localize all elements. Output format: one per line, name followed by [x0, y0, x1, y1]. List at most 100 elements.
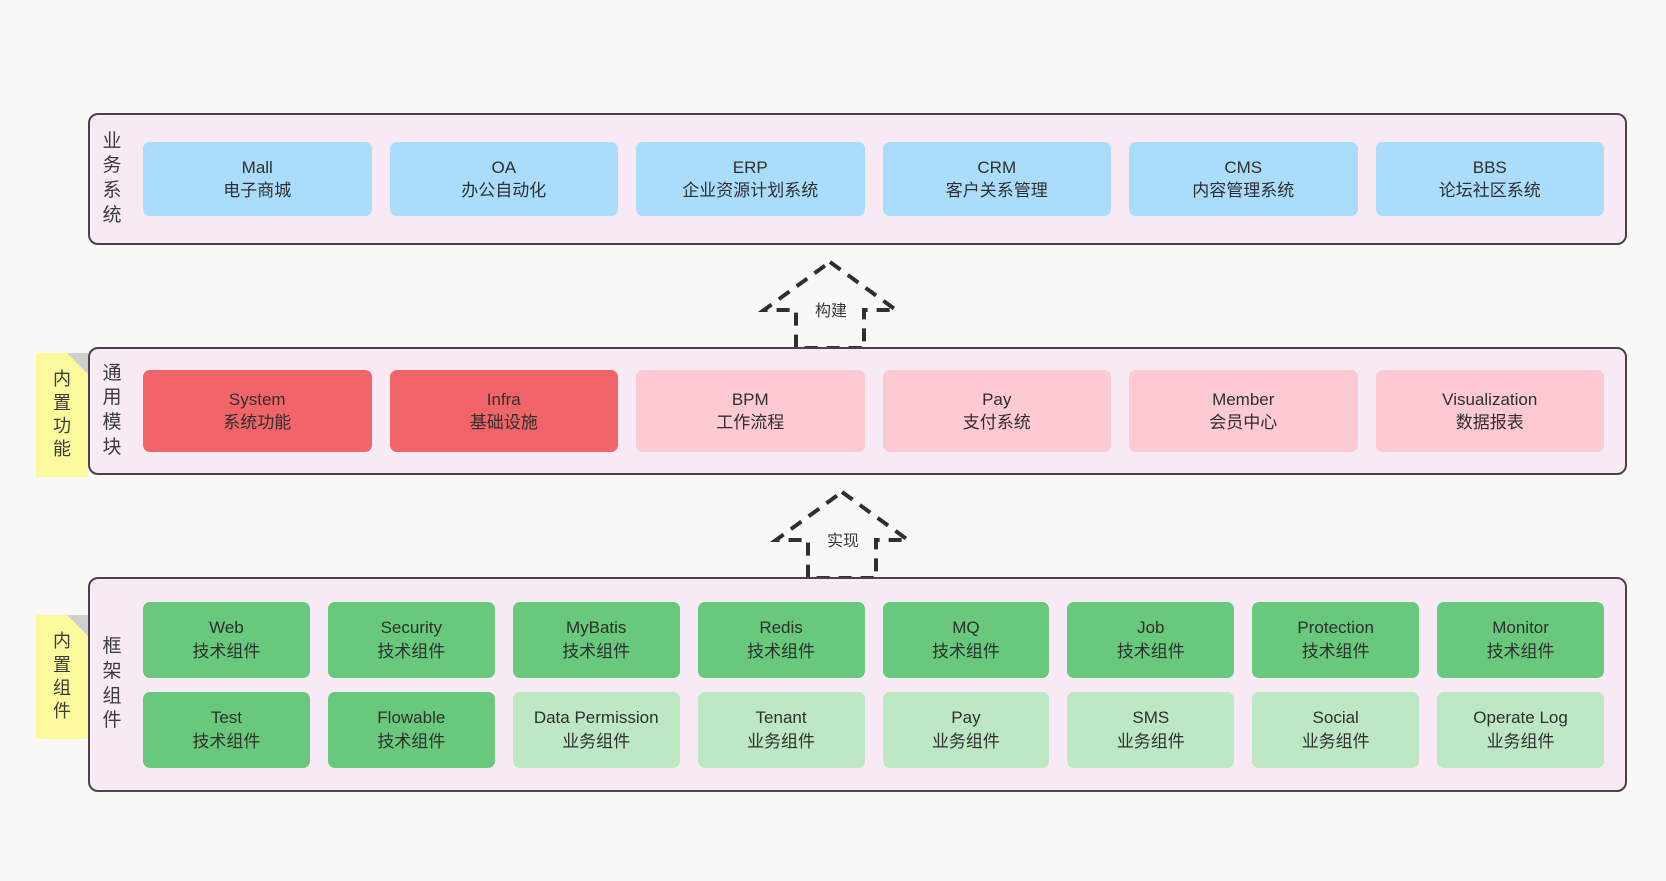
- card-subtitle: 内容管理系统: [1192, 181, 1295, 200]
- card-security[interactable]: Security 技术组件: [327, 601, 495, 678]
- card-mq[interactable]: MQ 技术组件: [882, 601, 1050, 678]
- card-title: Monitor: [1492, 618, 1549, 638]
- card-title: Pay: [982, 389, 1012, 409]
- card-subtitle: 业务组件: [747, 731, 816, 751]
- sticky-note-builtin-components: 内 置 组 件: [36, 615, 88, 739]
- label-char: 系: [102, 180, 122, 201]
- label-char: 通: [102, 362, 122, 384]
- layer-common-modules-label: 通 用 模 块: [90, 349, 134, 473]
- card-subtitle: 技术组件: [1301, 641, 1370, 661]
- layer-framework-components-label: 框 架 组 件: [90, 579, 134, 790]
- card-subtitle: 业务组件: [1301, 731, 1370, 751]
- card-title: Test: [210, 708, 243, 728]
- card-title: MQ: [952, 618, 980, 638]
- card-subtitle: 技术组件: [1486, 641, 1555, 661]
- card-title: Operate Log: [1473, 708, 1568, 728]
- note-fold-corner: [67, 615, 88, 636]
- label-char: 务: [102, 155, 122, 177]
- framework-components-grid: Web 技术组件 Security 技术组件 MyBatis 技术组件 Redi…: [134, 579, 1625, 790]
- card-crm[interactable]: CRM 客户关系管理: [882, 142, 1111, 216]
- card-cms[interactable]: CMS 内容管理系统: [1129, 142, 1358, 216]
- note-char: 置: [53, 392, 71, 413]
- label-char: 统: [102, 204, 122, 226]
- card-subtitle: 客户关系管理: [945, 181, 1048, 200]
- card-subtitle: 论坛社区系统: [1438, 181, 1541, 200]
- common-modules-card-row: System 系统功能 Infra 基础设施 BPM 工作流程 Pay 支付系统…: [134, 349, 1625, 473]
- card-subtitle: 电子商城: [223, 181, 292, 200]
- card-operate-log[interactable]: Operate Log 业务组件: [1437, 691, 1604, 768]
- card-title: Security: [380, 618, 443, 638]
- card-title: MyBatis: [565, 618, 627, 638]
- card-mall[interactable]: Mall 电子商城: [143, 142, 372, 216]
- card-subtitle: 业务组件: [562, 731, 631, 751]
- layer-business-systems: 业 务 系 统 Mall 电子商城 OA 办公自动化 ERP 企业资源计划系统 …: [88, 113, 1627, 245]
- framework-components-row-2: Test 技术组件 Flowable 技术组件 Data Permission …: [134, 691, 1613, 768]
- card-title: SMS: [1132, 708, 1170, 728]
- card-subtitle: 业务组件: [1486, 731, 1555, 751]
- card-title: Protection: [1297, 618, 1374, 638]
- label-char: 块: [102, 436, 122, 458]
- card-sms[interactable]: SMS 业务组件: [1067, 691, 1235, 768]
- card-title: Infra: [486, 389, 521, 409]
- card-pay[interactable]: Pay 支付系统: [882, 370, 1111, 452]
- card-tenant[interactable]: Tenant 业务组件: [697, 691, 865, 768]
- note-char: 能: [53, 439, 71, 460]
- card-web[interactable]: Web 技术组件: [143, 601, 310, 678]
- card-system[interactable]: System 系统功能: [143, 370, 372, 452]
- card-data-permission[interactable]: Data Permission 业务组件: [512, 691, 680, 768]
- label-char: 组: [102, 685, 122, 707]
- card-visualization[interactable]: Visualization 数据报表: [1375, 370, 1604, 452]
- card-protection[interactable]: Protection 技术组件: [1252, 601, 1420, 678]
- card-social[interactable]: Social 业务组件: [1252, 691, 1420, 768]
- card-title: Web: [209, 618, 244, 638]
- note-char: 置: [53, 654, 71, 675]
- card-title: Flowable: [377, 708, 446, 728]
- card-subtitle: 技术组件: [377, 641, 446, 661]
- card-job[interactable]: Job 技术组件: [1067, 601, 1235, 678]
- card-redis[interactable]: Redis 技术组件: [697, 601, 865, 678]
- card-subtitle: 企业资源计划系统: [682, 181, 819, 200]
- label-char: 架: [102, 660, 122, 682]
- card-title: Job: [1137, 618, 1165, 638]
- card-title: Social: [1312, 708, 1359, 728]
- layer-business-systems-label: 业 务 系 统: [90, 115, 134, 243]
- label-char: 模: [102, 412, 122, 433]
- card-title: CRM: [977, 157, 1017, 177]
- card-erp[interactable]: ERP 企业资源计划系统: [636, 142, 865, 216]
- note-char: 组: [53, 678, 71, 698]
- card-mybatis[interactable]: MyBatis 技术组件: [512, 601, 680, 678]
- card-subtitle: 办公自动化: [461, 181, 547, 200]
- card-title: BPM: [731, 389, 769, 409]
- card-test[interactable]: Test 技术组件: [143, 691, 310, 768]
- card-subtitle: 基础设施: [469, 413, 538, 432]
- card-subtitle: 支付系统: [962, 413, 1031, 432]
- card-pay-business[interactable]: Pay 业务组件: [882, 691, 1050, 768]
- card-title: Pay: [951, 708, 981, 728]
- card-title: Data Permission: [533, 708, 659, 728]
- card-title: CMS: [1224, 157, 1263, 177]
- card-title: Visualization: [1442, 389, 1538, 409]
- card-title: Member: [1212, 389, 1275, 409]
- card-title: Tenant: [755, 708, 807, 728]
- card-title: Redis: [759, 618, 803, 638]
- card-title: Mall: [241, 157, 273, 177]
- card-infra[interactable]: Infra 基础设施: [389, 370, 618, 452]
- card-flowable[interactable]: Flowable 技术组件: [327, 691, 495, 768]
- card-title: OA: [491, 157, 517, 177]
- card-subtitle: 技术组件: [562, 641, 631, 661]
- card-member[interactable]: Member 会员中心: [1129, 370, 1358, 452]
- card-subtitle: 业务组件: [1116, 731, 1185, 751]
- note-fold-corner: [67, 353, 88, 374]
- card-bpm[interactable]: BPM 工作流程: [636, 370, 865, 452]
- card-oa[interactable]: OA 办公自动化: [389, 142, 618, 216]
- card-bbs[interactable]: BBS 论坛社区系统: [1375, 142, 1604, 216]
- card-monitor[interactable]: Monitor 技术组件: [1437, 601, 1604, 678]
- card-title: System: [228, 389, 286, 409]
- note-char: 内: [53, 631, 71, 652]
- card-subtitle: 业务组件: [931, 731, 1000, 751]
- card-subtitle: 技术组件: [377, 731, 446, 751]
- card-subtitle: 技术组件: [192, 731, 261, 751]
- label-char: 框: [102, 636, 122, 658]
- card-subtitle: 技术组件: [931, 641, 1000, 661]
